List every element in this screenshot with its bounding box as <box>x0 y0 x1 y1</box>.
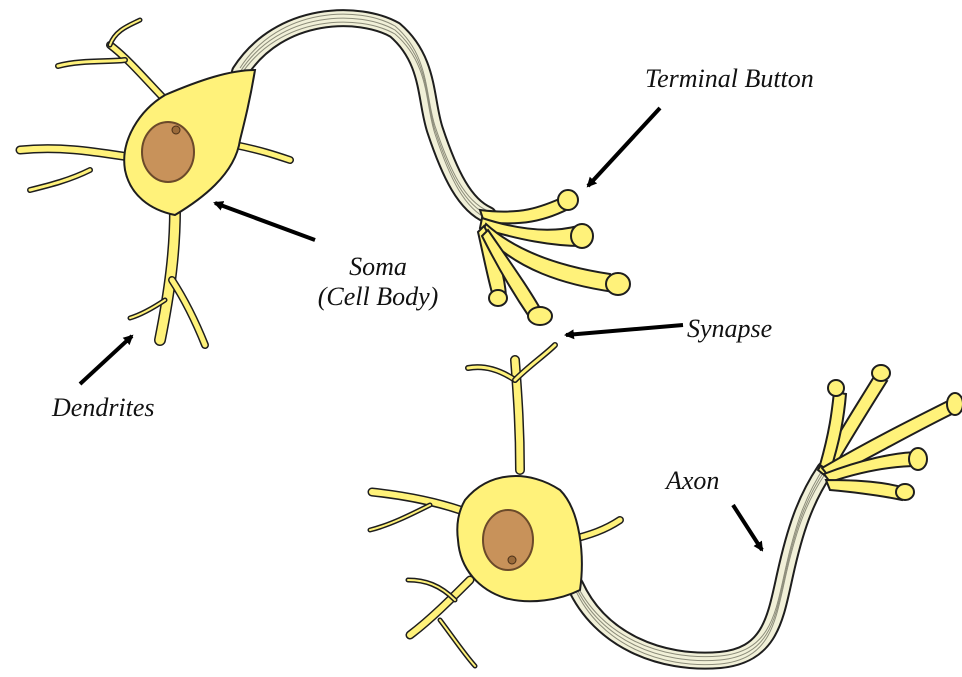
label-terminal-button: Terminal Button <box>645 64 814 94</box>
label-soma-line1: Soma <box>303 252 453 282</box>
axon-upper <box>240 14 488 219</box>
terminal-button <box>528 307 552 325</box>
label-soma-line2: (Cell Body) <box>303 282 453 312</box>
terminal-button <box>571 224 593 248</box>
label-dendrites: Dendrites <box>52 393 155 423</box>
arrow-axon <box>733 505 762 550</box>
axon-terminals-upper <box>478 190 630 325</box>
arrow-dendrites <box>80 336 132 384</box>
terminal-button <box>489 290 507 306</box>
neuron-lower <box>370 345 962 666</box>
terminal-button <box>947 393 962 415</box>
label-axon: Axon <box>666 466 719 496</box>
axon-terminals-lower <box>818 365 962 500</box>
terminal-button <box>558 190 578 210</box>
terminal-button <box>828 380 844 396</box>
label-synapse: Synapse <box>687 314 772 344</box>
soma-lower <box>370 345 620 666</box>
arrow-synapse <box>566 325 683 335</box>
terminal-button <box>909 448 927 470</box>
arrow-soma <box>215 203 315 240</box>
terminal-button <box>896 484 914 500</box>
nucleus-upper <box>142 122 194 182</box>
arrow-terminal-button <box>588 108 660 186</box>
terminal-button <box>606 273 630 295</box>
terminal-button <box>872 365 890 381</box>
label-soma: Soma (Cell Body) <box>303 252 453 312</box>
